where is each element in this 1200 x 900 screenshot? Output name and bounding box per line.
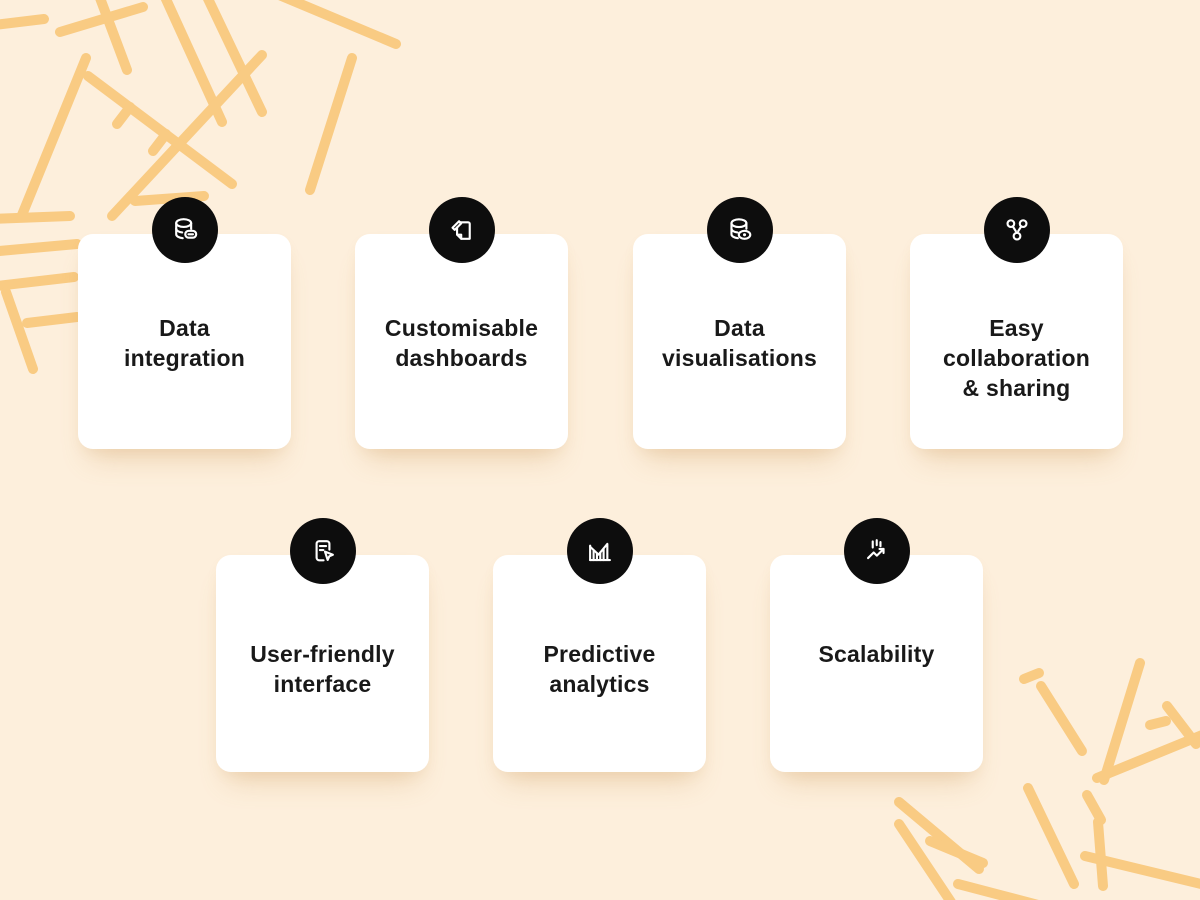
feature-card-easy-collaboration: Easy collaboration & sharing xyxy=(910,197,1123,449)
icon-badge xyxy=(428,197,495,263)
feature-card-label: User-friendly interface xyxy=(250,641,395,697)
histogram-trend-icon xyxy=(588,542,611,562)
share-nodes-icon xyxy=(1005,219,1028,241)
feature-card-data-visualisations: Data visualisations xyxy=(633,197,846,449)
feature-card-label: Easy collaboration & sharing xyxy=(942,315,1090,401)
note-pencil-icon xyxy=(450,220,471,240)
database-eye-icon xyxy=(729,218,751,240)
feature-card-label: Predictive analytics xyxy=(543,641,656,697)
feature-card-customisable-dashboards: Customisable dashboards xyxy=(355,197,568,449)
icon-badge xyxy=(983,197,1050,263)
icon-badge xyxy=(151,197,218,263)
icon-badge xyxy=(843,518,910,584)
feature-card-scalability: Scalability xyxy=(770,518,983,772)
database-link-icon xyxy=(174,218,197,240)
feature-card-predictive-analytics: Predictive analytics xyxy=(493,518,706,772)
icon-badge xyxy=(706,197,773,263)
feature-card-label: Data visualisations xyxy=(662,315,817,371)
icon-badge xyxy=(289,518,356,584)
feature-card-label: Data integration xyxy=(123,315,246,371)
feature-card-label: Customisable dashboards xyxy=(384,315,539,371)
document-cursor-icon xyxy=(315,540,334,562)
icon-badge xyxy=(566,518,633,584)
bars-growth-arrow-icon xyxy=(866,539,885,560)
feature-card-user-friendly-interface: User-friendly interface xyxy=(216,518,429,772)
feature-card-data-integration: Data integration xyxy=(78,197,291,449)
feature-card-label: Scalability xyxy=(818,641,935,667)
